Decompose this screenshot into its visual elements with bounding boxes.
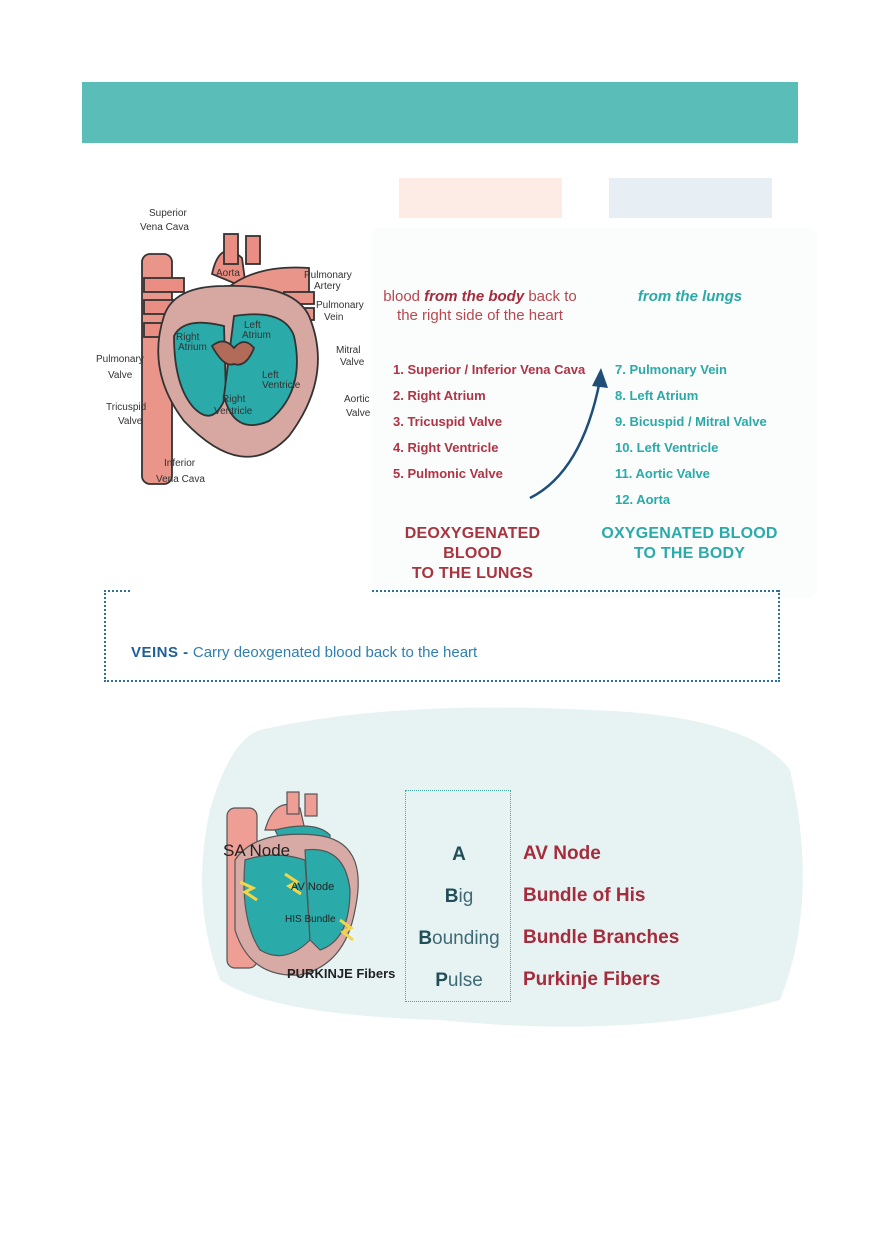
diagram-label: Valve: [340, 357, 365, 368]
flow-step: 1. Superior / Inferior Vena Cava: [393, 362, 586, 377]
diagram-label: Vena Cava: [156, 474, 205, 485]
oxygenated-footer: OXYGENATED BLOOD TO THE BODY: [598, 524, 781, 564]
footer-line: TO THE BODY: [633, 545, 746, 562]
veins-definition: VEINS - Carry deoxgenated blood back to …: [131, 644, 477, 661]
left-side-header-box: [609, 178, 772, 218]
flow-step: 11. Aortic Valve: [615, 466, 710, 481]
intro-emphasis: from the body: [424, 288, 525, 305]
deoxygenated-flow-list: 1. Superior / Inferior Vena Cava 2. Righ…: [393, 360, 585, 490]
diagram-label: Valve: [118, 416, 143, 427]
diagram-label: Valve: [346, 408, 371, 419]
veins-text: Carry deoxgenated blood back to the hear…: [188, 644, 478, 661]
diagram-label: Pulmonary: [96, 354, 144, 365]
flow-arrow-icon: [529, 368, 608, 500]
flow-step: 9. Bicuspid / Mitral Valve: [615, 414, 767, 429]
conduction-heart-diagram: SA Node AV Node HIS Bundle PURKINJE Fibe…: [223, 791, 395, 981]
flow-step: 3. Tricuspid Valve: [393, 414, 503, 429]
mnemonic-rest: ig: [458, 886, 474, 907]
flow-step: 12. Aorta: [615, 492, 671, 507]
mnemonic-rest: ulse: [447, 970, 483, 991]
mnemonic-box: [405, 790, 511, 1002]
vessels-box-border: [372, 590, 778, 592]
conduction-label: PURKINJE Fibers: [287, 966, 395, 981]
vessels-box-border: [104, 590, 130, 592]
blood-flow-panel: [372, 228, 817, 598]
conduction-structure: Purkinje Fibers: [523, 969, 661, 990]
diagram-label: Inferior: [164, 458, 196, 469]
intro-text: blood: [383, 288, 425, 305]
diagram-label: Atrium: [242, 330, 271, 341]
flow-step: 10. Left Ventricle: [615, 440, 719, 455]
mnemonic-word: Big: [405, 886, 513, 908]
diagram-label: Tricuspid: [106, 402, 146, 413]
mnemonic-word: Pulse: [405, 970, 513, 992]
heart-anatomy-diagram: Superior Vena Cava Aorta Pulmonary Arter…: [96, 208, 371, 485]
mnemonic-word: Bounding: [405, 928, 513, 950]
diagram-label: Atrium: [178, 342, 207, 353]
footer-line: DEOXYGENATED BLOOD: [404, 525, 541, 562]
diagram-label: Artery: [314, 281, 341, 292]
flow-step: 2. Right Atrium: [393, 388, 486, 403]
conduction-structure: AV Node: [523, 843, 601, 864]
flow-step: 4. Right Ventricle: [393, 440, 499, 455]
left-side-intro: from the lungs: [637, 288, 743, 305]
mnemonic-initial: B: [418, 928, 433, 949]
diagram-label: Valve: [108, 370, 133, 381]
conduction-background: [202, 707, 803, 1027]
diagram-label: Pulmonary: [316, 300, 364, 311]
mnemonic-initial: P: [435, 970, 448, 991]
diagram-label: Left: [244, 320, 261, 331]
right-side-header-box: [399, 178, 562, 218]
diagram-label: Vena Cava: [140, 222, 189, 233]
oxygenated-flow-list: 7. Pulmonary Vein 8. Left Atrium 9. Bicu…: [615, 360, 767, 516]
diagram-label: Left: [262, 370, 279, 381]
diagram-label: Right: [222, 394, 246, 405]
mnemonic-word: A: [405, 844, 513, 866]
diagram-label: Pulmonary: [304, 270, 352, 281]
diagram-label: Ventricle: [262, 380, 301, 391]
diagram-label: Vein: [324, 312, 343, 323]
conduction-label: AV Node: [291, 881, 334, 893]
flow-step: 5. Pulmonic Valve: [393, 466, 503, 481]
footer-line: OXYGENATED BLOOD: [601, 525, 778, 542]
diagram-label: Mitral: [336, 345, 360, 356]
conduction-structure: Bundle Branches: [523, 927, 680, 948]
diagram-label: Aortic: [344, 394, 370, 405]
conduction-structure: Bundle of His: [523, 885, 646, 906]
mnemonic-initial: B: [444, 886, 459, 907]
mnemonic-rest: ounding: [432, 928, 500, 949]
flow-step: 7. Pulmonary Vein: [615, 362, 727, 377]
flow-step: 8. Left Atrium: [615, 388, 699, 403]
deoxygenated-footer: DEOXYGENATED BLOOD TO THE LUNGS: [380, 524, 565, 584]
conduction-label: SA Node: [223, 841, 290, 860]
diagram-label: Ventricle: [214, 406, 253, 417]
diagram-label: Right: [176, 332, 200, 343]
diagram-label: Superior: [149, 208, 187, 219]
footer-line: TO THE LUNGS: [411, 565, 534, 582]
diagram-label: Aorta: [216, 268, 240, 279]
header-banner: [82, 82, 798, 143]
vessels-box: [104, 590, 780, 682]
veins-label: VEINS -: [131, 644, 189, 661]
mnemonic-initial: A: [452, 844, 466, 865]
intro-text: back to the right side of the heart: [397, 288, 577, 324]
conduction-label: HIS Bundle: [285, 914, 336, 925]
right-side-intro: blood from the body back to the right si…: [380, 287, 580, 325]
